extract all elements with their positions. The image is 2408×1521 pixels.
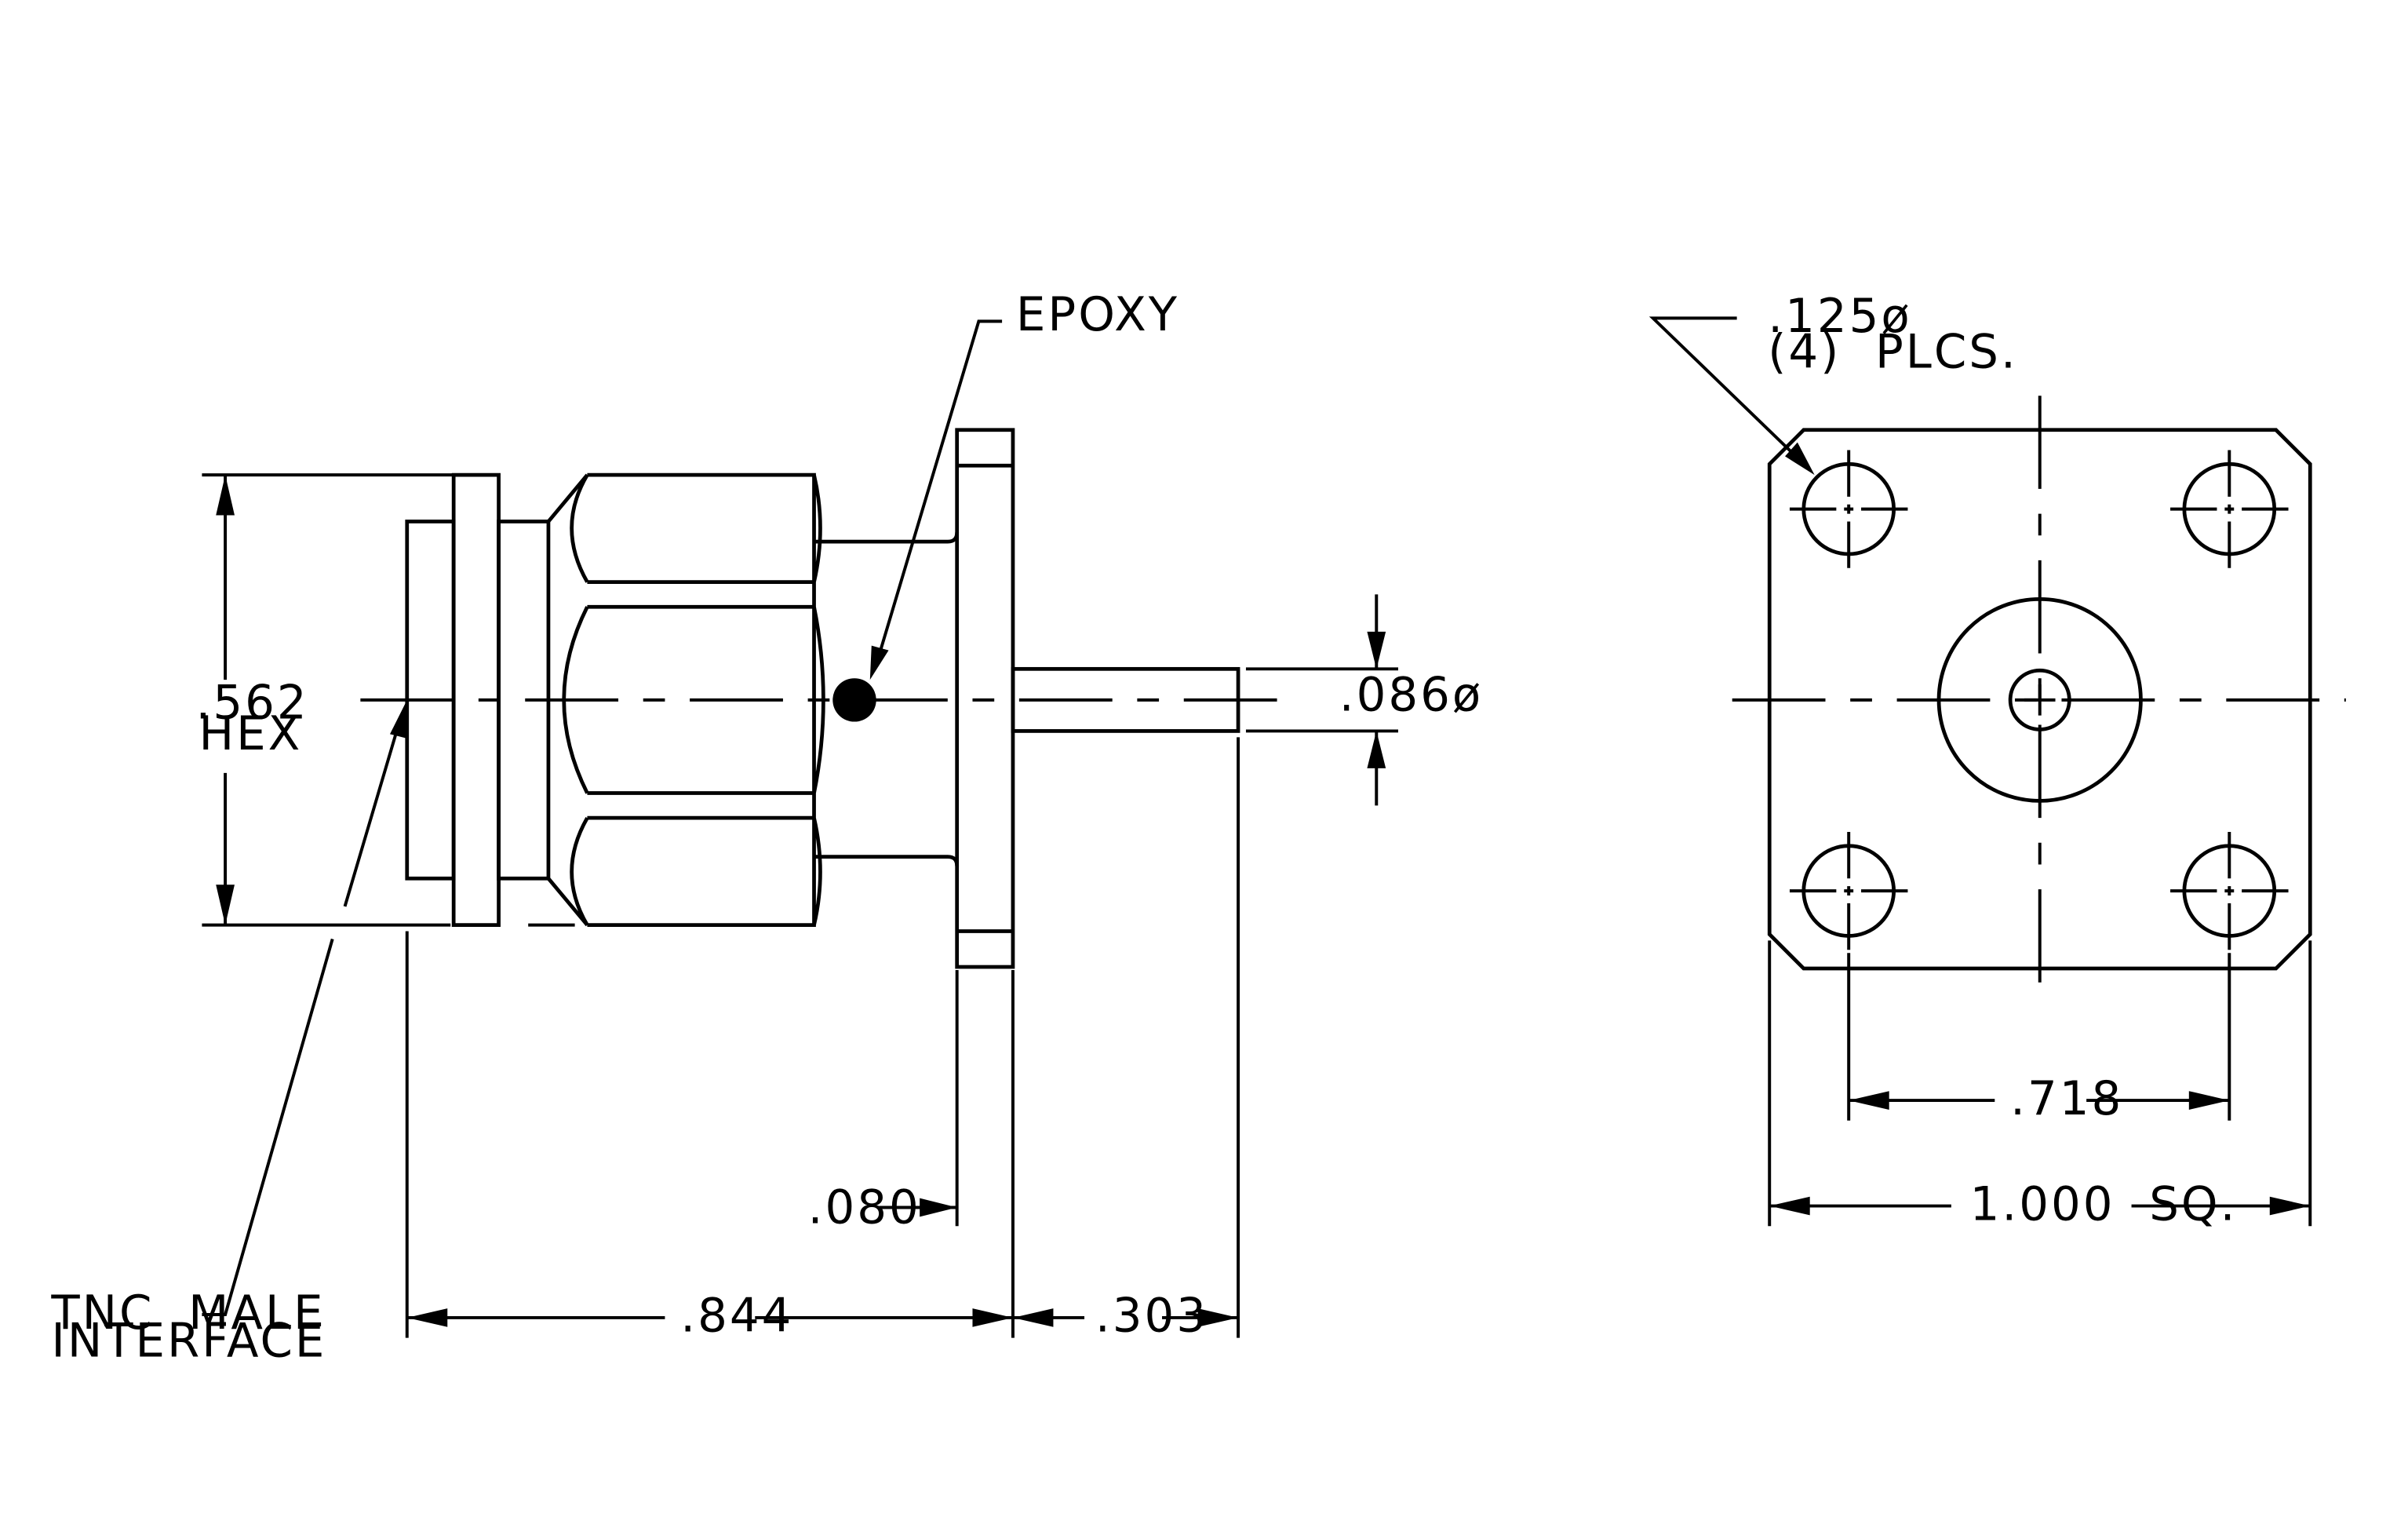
center-contact-circle: [2008, 668, 2071, 731]
overall-length-dimension: .844: [406, 1289, 1013, 1343]
mounting-hole-bottom-left: [1789, 831, 1908, 950]
ring-neck: [497, 520, 551, 881]
mounting-hole-top-right: [2170, 450, 2289, 568]
hex-dimension: .562 HEX: [195, 473, 575, 927]
interface-label-line1: TNC MALE: [50, 1286, 325, 1340]
hex-nut: [562, 472, 825, 927]
mounting-hole-bottom-right: [2170, 831, 2289, 950]
side-view: EPOXY .562 HEX .086ø: [50, 287, 1483, 1367]
front-view: .125ø (4) PLCS. .718 1.000 SQ.: [1648, 289, 2346, 1231]
epoxy-leader: [876, 319, 1003, 661]
overall-length-value: .844: [680, 1289, 793, 1343]
interface-leader-arrow: [389, 699, 409, 739]
pin-diameter-value: .086ø: [1339, 668, 1483, 722]
hex-dimension-suffix: HEX: [199, 706, 302, 760]
interface-label-line2: INTERFACE: [51, 1313, 326, 1367]
pin-length-dimension: .303: [1012, 1289, 1239, 1343]
hole-spacing-dimension: .718: [1849, 1071, 2230, 1125]
epoxy-dot: [832, 678, 876, 722]
pin-diameter-dimension: .086ø: [1245, 594, 1483, 806]
hole-count-label: (4) PLCS.: [1768, 325, 2018, 379]
epoxy-label: EPOXY: [1016, 287, 1179, 341]
dielectric-circle: [1936, 596, 2143, 803]
flange-thickness-dimension: .080: [808, 1180, 957, 1234]
hex-dimension-value: .562: [195, 676, 308, 730]
center-contact-cross: [2024, 684, 2056, 716]
square-flange-outline: [1767, 428, 2312, 971]
interface-leader: [202, 717, 403, 1316]
hole-callout-arrow: [1785, 442, 1815, 476]
flange-thickness-value: .080: [808, 1180, 921, 1234]
connector-body: [405, 428, 1240, 969]
hole-diameter-label: .125ø: [1768, 289, 1911, 343]
mounting-hole-top-left: [1789, 450, 1908, 568]
hole-callout-leader: [1648, 316, 1799, 459]
hole-spacing-value: .718: [2010, 1071, 2123, 1125]
epoxy-leader-arrow: [869, 645, 889, 680]
hex-chamfer: [547, 473, 589, 927]
pin-length-value: .303: [1095, 1289, 1208, 1343]
flange-width-value: 1.000 SQ.: [1970, 1176, 2238, 1231]
contact-pin: [1011, 666, 1240, 733]
flange-width-dimension: 1.000 SQ.: [1769, 1176, 2311, 1231]
